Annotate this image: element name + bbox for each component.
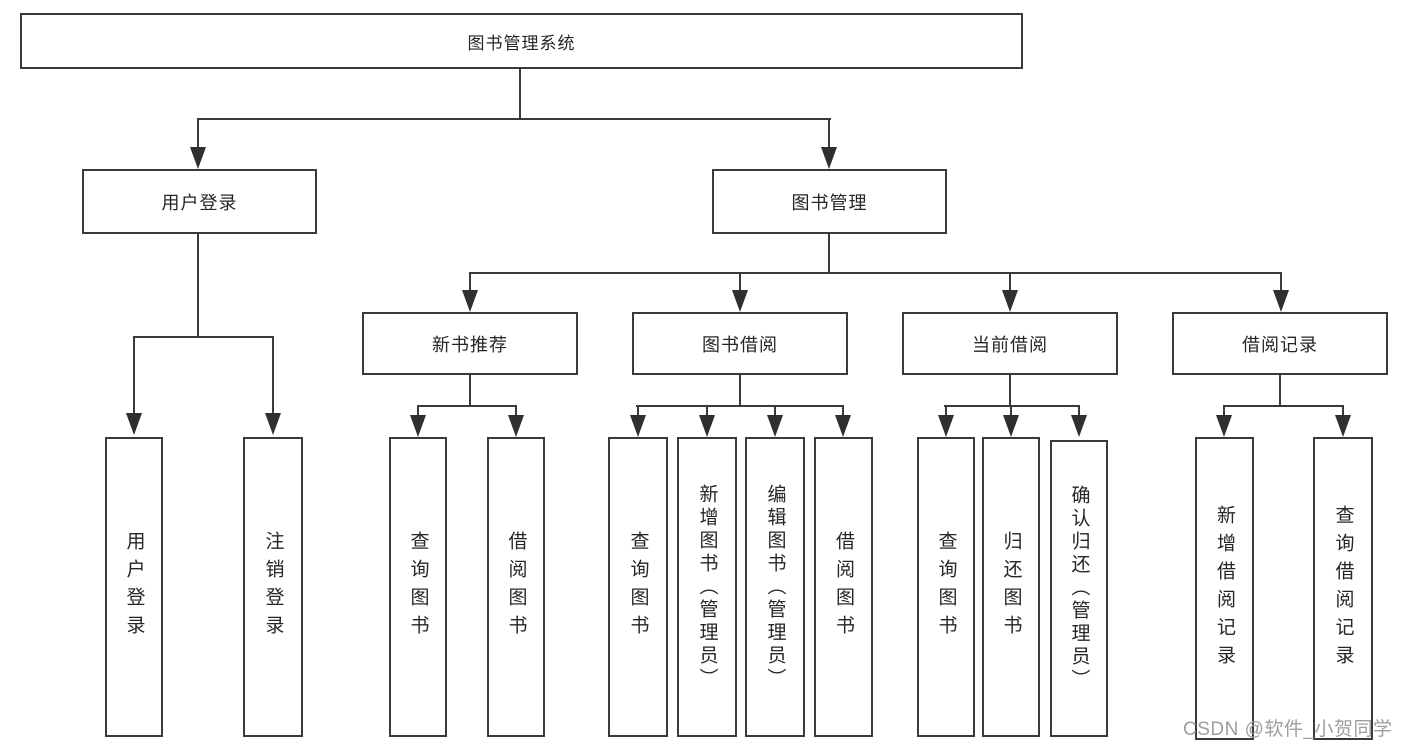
leaf-label: 借阅图书 <box>833 531 854 643</box>
leaf-borrow-book: 借阅图书 <box>814 437 873 737</box>
arrowhead <box>410 415 426 437</box>
leaf-confirm-return-admin: 确认归还（管理员） <box>1050 440 1108 737</box>
connector-borrow-bus <box>636 405 844 407</box>
leaf-label: 查询图书 <box>627 531 649 643</box>
arrowhead <box>767 415 783 437</box>
connector-drop <box>1010 405 1012 417</box>
node-borrow-records: 借阅记录 <box>1172 312 1388 375</box>
leaf-current-query-book: 查询图书 <box>917 437 975 737</box>
connector-drop <box>133 336 135 416</box>
leaf-add-borrow-record: 新增借阅记录 <box>1195 437 1254 740</box>
connector-root-stem <box>519 69 521 120</box>
csdn-watermark: CSDN @软件_小贺同学 <box>1183 719 1393 740</box>
connector-recommend-stem <box>469 375 471 407</box>
arrowhead <box>1003 415 1019 437</box>
leaf-label: 编辑图书（管理员） <box>764 483 786 691</box>
node-user-login: 用户登录 <box>82 169 317 234</box>
connector-drop <box>1223 405 1225 417</box>
arrowhead <box>938 415 954 437</box>
connector-drop <box>272 336 274 416</box>
arrowhead <box>835 415 851 437</box>
arrowhead <box>265 413 281 435</box>
arrowhead <box>630 415 646 437</box>
leaf-borrow-query-book: 查询图书 <box>608 437 668 737</box>
node-borrow-records-label: 借阅记录 <box>1242 334 1318 355</box>
leaf-add-book-admin: 新增图书（管理员） <box>677 437 737 737</box>
connector-drop <box>1342 405 1344 417</box>
leaf-label: 新增借阅记录 <box>1214 504 1235 673</box>
node-new-book-recommend-label: 新书推荐 <box>432 334 508 355</box>
node-book-management: 图书管理 <box>712 169 947 234</box>
arrowhead <box>821 147 837 169</box>
node-book-management-label: 图书管理 <box>791 192 868 213</box>
leaf-label: 新增图书（管理员） <box>696 483 718 691</box>
arrowhead <box>1071 415 1087 437</box>
arrowhead <box>1273 290 1289 312</box>
connector-current-bus <box>944 405 1080 407</box>
node-root: 图书管理系统 <box>20 13 1023 69</box>
node-current-borrow-label: 当前借阅 <box>972 334 1048 355</box>
node-book-borrow-label: 图书借阅 <box>702 334 778 355</box>
leaf-label: 借阅图书 <box>505 531 527 643</box>
arrowhead <box>732 290 748 312</box>
leaf-return-book: 归还图书 <box>982 437 1040 737</box>
connector-borrow-stem <box>739 375 741 407</box>
leaf-edit-book-admin: 编辑图书（管理员） <box>745 437 805 737</box>
arrowhead <box>508 415 524 437</box>
connector-user-login-stem <box>197 234 199 338</box>
node-book-borrow: 图书借阅 <box>632 312 848 375</box>
connector-drop <box>828 118 830 150</box>
connector-drop <box>774 405 776 417</box>
connector-user-login-bus <box>133 336 274 338</box>
node-user-login-label: 用户登录 <box>161 192 238 213</box>
leaf-label: 用户登录 <box>123 531 145 643</box>
connector-drop <box>1078 405 1080 417</box>
connector-recommend-bus <box>417 405 517 407</box>
leaf-label: 归还图书 <box>1000 531 1022 643</box>
connector-level3-bus <box>469 272 1282 274</box>
node-new-book-recommend: 新书推荐 <box>362 312 578 375</box>
arrowhead <box>699 415 715 437</box>
leaf-label: 注销登录 <box>262 531 284 643</box>
leaf-user-login: 用户登录 <box>105 437 163 737</box>
connector-drop <box>1280 272 1282 292</box>
leaf-recommend-query-book: 查询图书 <box>389 437 447 737</box>
connector-current-stem <box>1009 375 1011 407</box>
connector-records-stem <box>1279 375 1281 407</box>
leaf-recommend-borrow-book: 借阅图书 <box>487 437 545 737</box>
connector-drop <box>1009 272 1011 292</box>
connector-drop <box>515 405 517 417</box>
arrowhead <box>462 290 478 312</box>
connector-drop <box>637 405 639 417</box>
connector-drop <box>469 272 471 292</box>
leaf-label: 确认归还（管理员） <box>1068 485 1090 692</box>
connector-drop <box>706 405 708 417</box>
arrowhead <box>1335 415 1351 437</box>
connector-drop <box>842 405 844 417</box>
connector-drop <box>739 272 741 292</box>
arrowhead <box>1216 415 1232 437</box>
connector-level2-bus <box>197 118 831 120</box>
leaf-query-borrow-record: 查询借阅记录 <box>1313 437 1373 740</box>
connector-drop <box>945 405 947 417</box>
arrowhead <box>126 413 142 435</box>
leaf-label: 查询借阅记录 <box>1332 504 1354 673</box>
leaf-logout: 注销登录 <box>243 437 303 737</box>
arrowhead <box>190 147 206 169</box>
arrowhead <box>1002 290 1018 312</box>
connector-drop <box>197 118 199 150</box>
connector-drop <box>417 405 419 417</box>
node-current-borrow: 当前借阅 <box>902 312 1118 375</box>
connector-book-mgmt-stem <box>828 234 830 274</box>
node-root-label: 图书管理系统 <box>467 33 576 53</box>
connector-records-bus <box>1223 405 1344 407</box>
leaf-label: 查询图书 <box>407 531 429 643</box>
leaf-label: 查询图书 <box>935 531 957 643</box>
